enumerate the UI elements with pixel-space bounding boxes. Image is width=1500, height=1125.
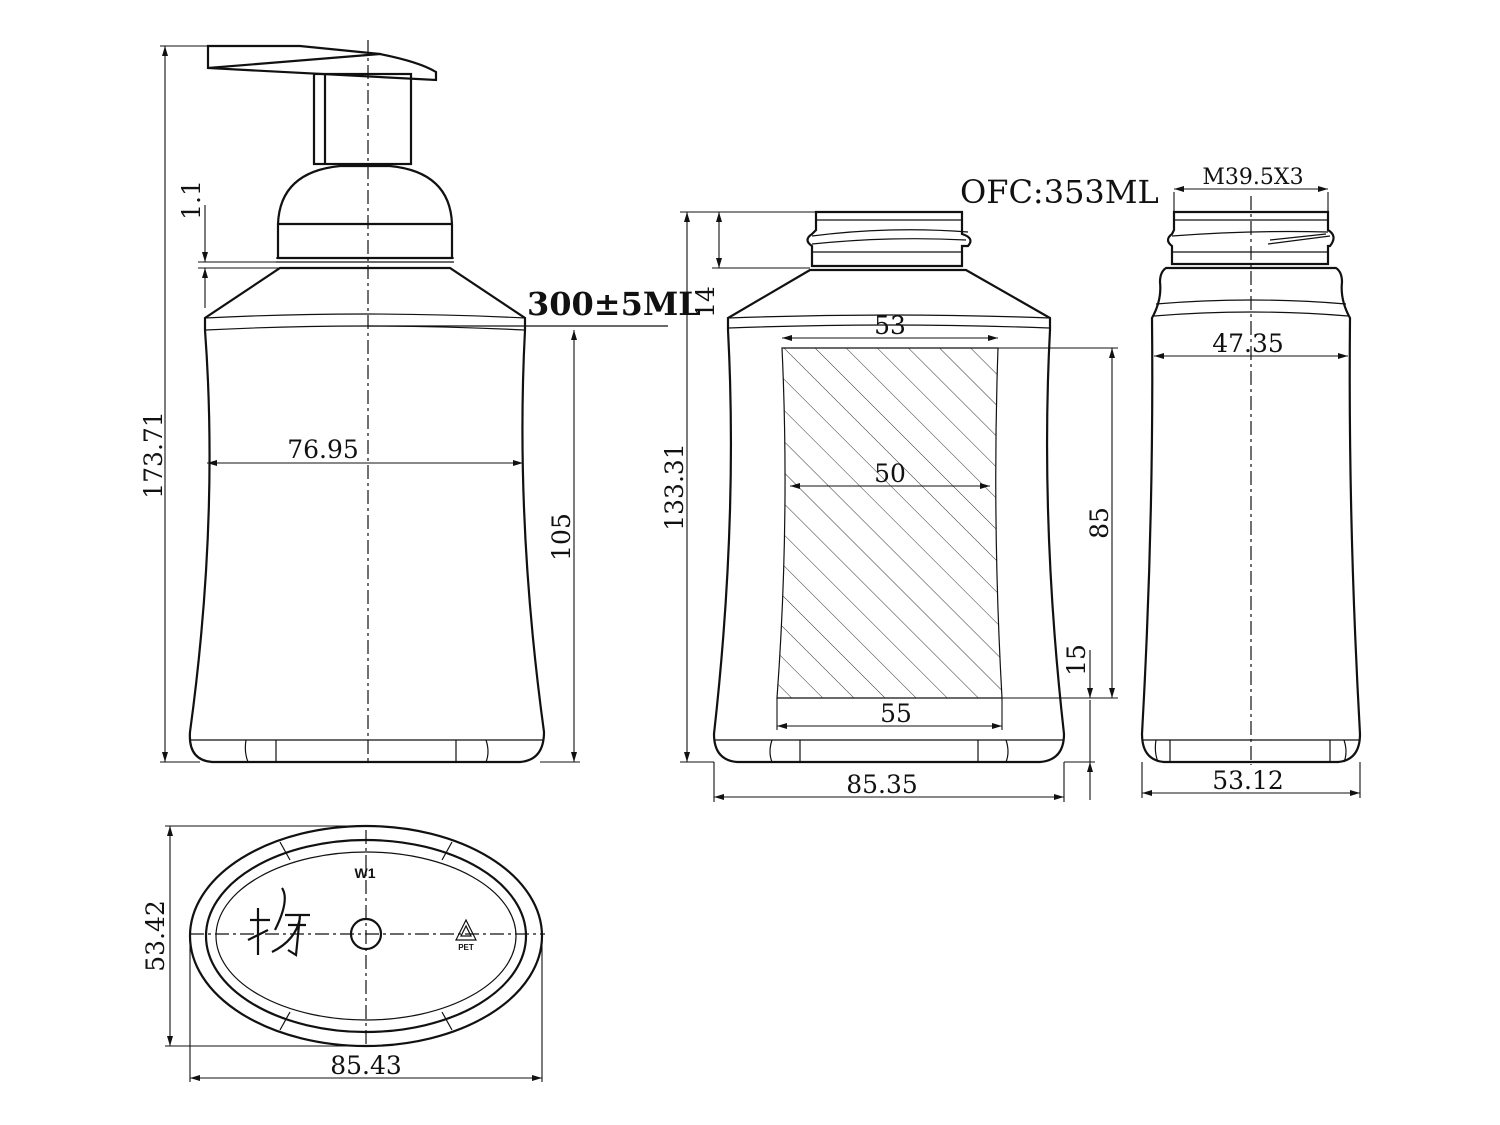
- brand-logo: [247, 887, 310, 957]
- dim-oval-width: 85.43: [330, 1051, 402, 1080]
- front-view-label-area: OFC:353ML 133.31 14 53 50 55 85 15: [660, 173, 1159, 802]
- dim-side-base: 53.12: [1212, 766, 1284, 795]
- dim-neck-height: 14: [691, 286, 720, 318]
- bottom-view-oval: W1 PET 53.42 85.43: [141, 824, 545, 1082]
- dim-body-height: 133.31: [660, 443, 689, 530]
- ofc-label: OFC:353ML: [960, 173, 1159, 211]
- front-bottle-body: [188, 266, 546, 764]
- pump-stem: [312, 72, 413, 166]
- side-neck-finish: [1166, 210, 1335, 266]
- side-view-bottle: M39.5X3 47.35 53.12: [1140, 165, 1362, 798]
- dim-oval-depth: 53.42: [141, 900, 170, 972]
- dim-label-height: 85: [1085, 507, 1114, 539]
- dim-side-width: 47.35: [1212, 329, 1284, 358]
- dim-front-width: 76.95: [287, 435, 359, 464]
- label-bottle-body: [712, 268, 1066, 764]
- label-area: [777, 348, 1002, 698]
- dim-label-top: 53: [874, 311, 906, 340]
- dim-label-offset: 15: [1062, 644, 1091, 676]
- side-bottle-body: [1140, 266, 1362, 764]
- dim-body-width: 85.35: [846, 770, 918, 799]
- dim-pump-gap: 1.1: [177, 180, 206, 220]
- front-view-pump-bottle: 300±5ML 173.71 1.1 76.95 105: [139, 40, 701, 765]
- dim-label-mid: 50: [874, 459, 906, 488]
- pump-collar: [276, 164, 454, 260]
- material-mark: PET: [458, 943, 474, 952]
- dim-fill-height: 105: [547, 513, 576, 561]
- mold-mark: W1: [355, 865, 376, 881]
- pump-actuator: [206, 44, 438, 82]
- dim-label-bottom: 55: [880, 699, 912, 728]
- dim-total-height: 173.71: [139, 411, 168, 498]
- recycle-symbol-icon: PET: [455, 918, 477, 952]
- neck-finish: [806, 210, 972, 268]
- thread-spec: M39.5X3: [1202, 165, 1303, 190]
- capacity-label: 300±5ML: [527, 285, 701, 323]
